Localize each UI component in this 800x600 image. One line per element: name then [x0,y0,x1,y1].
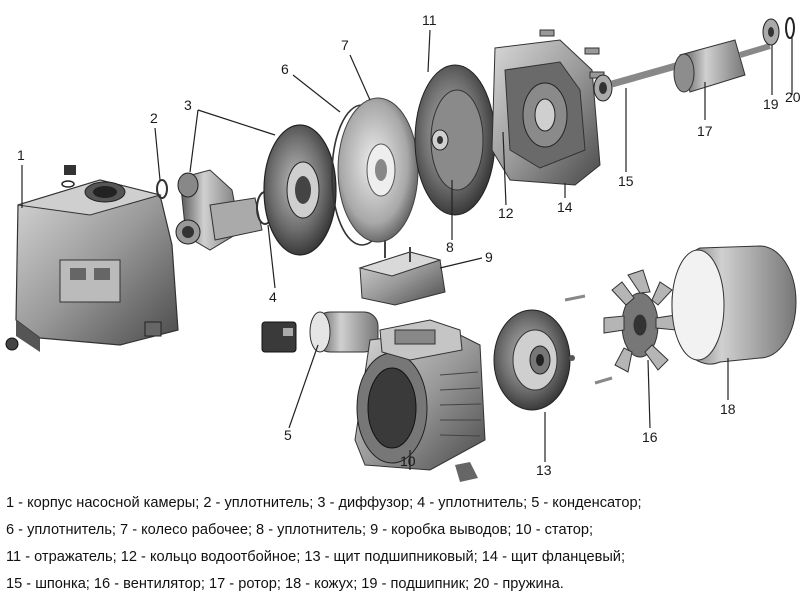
legend-line-4: 15 - шпонка; 16 - вентилятор; 17 - ротор… [6,576,564,592]
legend-line-3: 11 - отражатель; 12 - кольцо водоотбойно… [6,549,626,565]
parts-legend: 1 - корпус насосной камеры; 2 - уплотнит… [6,490,796,598]
part-diffuser [175,169,263,251]
label-part-6: 6 [281,61,289,77]
label-part-10: 10 [400,453,416,469]
part-impeller-housing [263,124,337,256]
part-flange-shield [491,29,605,186]
label-part-5: 5 [284,427,292,443]
legend-line-1: 1 - корпус насосной камеры; 2 - уплотнит… [6,495,642,511]
label-part-19: 19 [763,96,779,112]
legend-line-2: 6 - уплотнитель; 7 - колесо рабочее; 8 -… [6,522,594,538]
label-part-13: 13 [536,462,552,478]
label-part-9: 9 [485,249,493,265]
label-part-15: 15 [618,173,634,189]
part-fan [564,269,677,385]
label-part-1: 1 [17,147,25,163]
part-bearing-shield [493,309,575,411]
label-part-16: 16 [642,429,658,445]
part-spring [785,17,795,39]
part-bearing [762,18,780,46]
part-reflector [414,64,496,216]
label-part-4: 4 [269,289,277,305]
label-part-17: 17 [697,123,713,139]
label-part-18: 18 [720,401,736,417]
part-fan-cover [671,245,797,365]
part-seal-2 [156,179,168,199]
label-part-11: 11 [422,12,437,28]
part-rotor [593,39,771,102]
label-part-7: 7 [341,37,349,53]
part-pump-housing [5,165,179,352]
leader-lines [21,29,793,470]
label-part-2: 2 [150,110,158,126]
part-labels: 1 2 3 4 5 6 7 8 9 10 11 12 13 14 15 16 1… [17,12,800,478]
label-part-12: 12 [498,205,514,221]
label-part-14: 14 [557,199,573,215]
label-part-20: 20 [785,89,800,105]
label-part-8: 8 [446,239,454,255]
part-capacitor [261,311,379,353]
label-part-3: 3 [184,97,192,113]
part-impeller [337,97,419,243]
exploded-pump-diagram: 1 2 3 4 5 6 7 8 9 10 11 12 13 14 15 16 1… [5,12,800,482]
part-stator [354,319,486,482]
part-terminal-box [358,240,446,306]
